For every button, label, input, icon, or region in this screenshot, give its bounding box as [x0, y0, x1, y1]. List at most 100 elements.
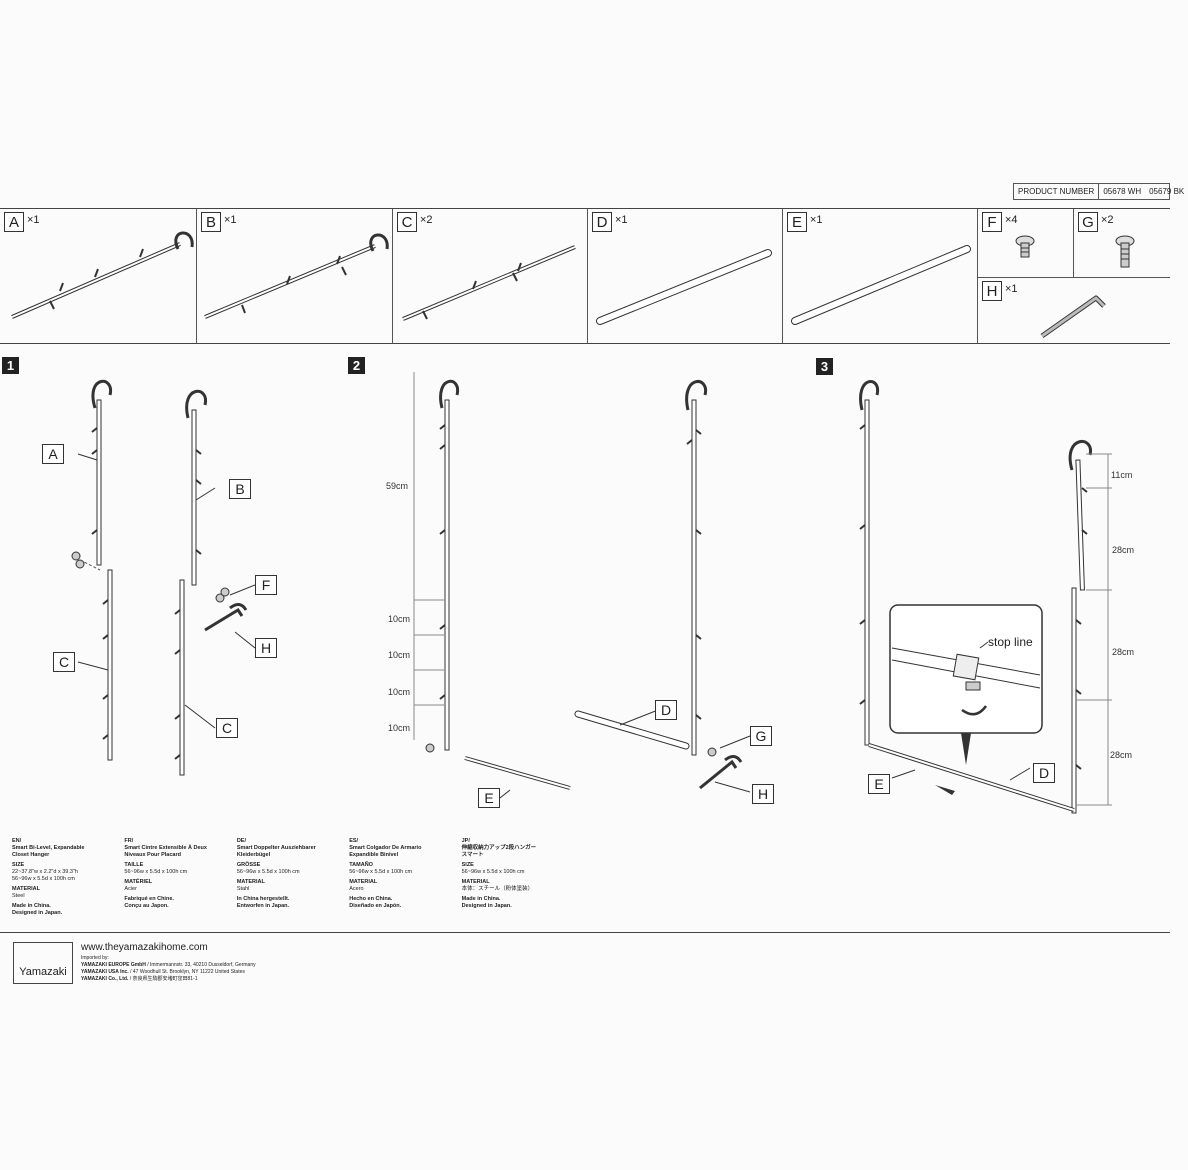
- step-2-illustration: [413, 372, 751, 799]
- spec-material: 本体：スチール（粉体塗装）: [461, 886, 534, 892]
- hook-bar-illustration: [11, 231, 194, 319]
- spec-name: Smart Bi-Level, Expandable: [12, 845, 85, 851]
- spec-size: 56~96w x 5.5d x 100h cm: [124, 869, 188, 875]
- part-letter: H: [982, 281, 1002, 301]
- callout-b: B: [229, 479, 251, 499]
- footer-divider: [0, 932, 1170, 933]
- spec-lang: FR/: [124, 838, 134, 844]
- spec-size: 56~96w x 5.5d x 100h cm: [12, 876, 75, 882]
- step-1-illustration: [71, 379, 256, 776]
- part-qty: ×1: [615, 214, 628, 226]
- imported-by: Imported by:: [81, 955, 109, 961]
- us-importer: YAMAZAKI USA Inc.: [81, 969, 129, 975]
- eu-address: / Immermannstr. 33, 40210 Dusseldorf, Ge…: [147, 962, 256, 968]
- part-a: A ×1: [0, 209, 197, 343]
- us-address: / 47 Woodhull St. Brooklyn, NY 11222 Uni…: [130, 969, 245, 975]
- importer-info: Imported by: YAMAZAKI EUROPE GmbH / Imme…: [81, 955, 256, 983]
- spec-name: Smart Colgador De Armario: [349, 845, 422, 851]
- product-number-bk: 05679 BK: [1149, 187, 1185, 196]
- spec-jp: JP/ 伸縮収納力アップ2段ハンガー スマート SIZE 56~96w x 5.…: [462, 838, 552, 930]
- spec-columns: EN/ Smart Bi-Level, Expandable Closet Ha…: [12, 838, 552, 930]
- spec-made: Hecho en China.: [349, 896, 393, 902]
- spec-made: Made in China.: [461, 896, 501, 902]
- part-h: H ×1: [978, 278, 1170, 343]
- callout-h: H: [255, 638, 277, 658]
- spec-name: Smart Doppelter Ausziehbarer: [236, 845, 316, 851]
- hook-bar-illustration: [204, 233, 389, 319]
- spec-es: ES/ Smart Colgador De Armario Expandible…: [349, 838, 439, 930]
- spec-lang: ES/: [349, 838, 359, 844]
- rod-illustration: [596, 249, 772, 325]
- part-qty: ×1: [1005, 283, 1018, 295]
- part-b: B ×1: [197, 209, 393, 343]
- spec-made: In China hergestellt.: [236, 896, 290, 902]
- spec-name: Smart Cintre Extensible À Deux: [124, 845, 207, 851]
- spec-lang: DE/: [236, 838, 246, 844]
- yamazaki-logo: Yamazaki: [13, 942, 73, 984]
- callout-h-step2: H: [752, 784, 774, 804]
- spec-lang: JP/: [461, 838, 470, 844]
- product-number-wh: 05678 WH: [1103, 187, 1142, 196]
- dim-28cm-3: 28cm: [1110, 750, 1133, 760]
- part-qty: ×2: [420, 214, 433, 226]
- part-qty: ×1: [27, 214, 40, 226]
- part-qty: ×1: [810, 214, 823, 226]
- spec-made: Made in China.: [12, 903, 51, 909]
- spec-designed: Designed in Japan.: [12, 910, 63, 916]
- spec-fr: FR/ Smart Cintre Extensible À Deux Nivea…: [124, 838, 214, 930]
- part-qty: ×1: [224, 214, 237, 226]
- step-1-badge: 1: [2, 357, 19, 374]
- step-2-badge: 2: [348, 357, 365, 374]
- part-letter: B: [201, 212, 221, 232]
- spec-designed: Entworfen in Japan.: [236, 903, 290, 909]
- spec-name: Niveaux Pour Placard: [124, 852, 181, 858]
- bar-illustration: [402, 245, 576, 321]
- spec-size: 56~96w x 5.5d x 100h cm: [461, 869, 525, 875]
- dim-59cm: 59cm: [386, 481, 409, 491]
- spec-size-header: TAMAÑO: [349, 862, 373, 868]
- spec-size-header: TAILLE: [124, 862, 144, 868]
- spec-material: Acier: [124, 886, 137, 892]
- spec-material-header: MATÉRIEL: [124, 879, 153, 885]
- product-number-label: PRODUCT NUMBER: [1014, 184, 1100, 199]
- spec-size: 56~96w x 5.5d x 100h cm: [236, 869, 300, 875]
- spec-name: スマート: [461, 852, 484, 858]
- callout-a: A: [42, 444, 64, 464]
- dim-10cm-2: 10cm: [388, 650, 411, 660]
- spec-designed: Diseñado en Japón.: [349, 903, 402, 909]
- dim-10cm-1: 10cm: [388, 614, 411, 624]
- callout-d-step3: D: [1033, 763, 1055, 783]
- spec-de: DE/ Smart Doppelter Ausziehbarer Kleider…: [237, 838, 327, 930]
- spec-size-header: GRÖSSE: [236, 862, 261, 868]
- callout-c: C: [53, 652, 75, 672]
- part-f: F ×4: [978, 209, 1074, 278]
- callout-f: F: [255, 575, 277, 595]
- spec-material-header: MATERIAL: [461, 879, 490, 885]
- part-letter: G: [1078, 212, 1098, 232]
- part-letter: E: [787, 212, 807, 232]
- spec-material-header: MATERIAL: [12, 886, 41, 892]
- spec-size-header: SIZE: [12, 862, 25, 868]
- website-link[interactable]: www.theyamazakihome.com: [81, 942, 208, 953]
- spec-name: Kleiderbügel: [236, 852, 271, 858]
- part-qty: ×4: [1005, 214, 1018, 226]
- spec-name: 伸縮収納力アップ2段ハンガー: [461, 845, 537, 851]
- product-number-box: PRODUCT NUMBER 05678 WH 05679 BK: [1013, 183, 1184, 200]
- spec-material: Steel: [12, 893, 25, 899]
- part-d: D ×1: [588, 209, 783, 343]
- rod-illustration: [791, 245, 971, 325]
- part-e: E ×1: [783, 209, 978, 343]
- spec-designed: Conçu au Japon.: [124, 903, 169, 909]
- callout-c-right: C: [216, 718, 238, 738]
- eu-importer: YAMAZAKI EUROPE GmbH: [81, 962, 146, 968]
- spec-en: EN/ Smart Bi-Level, Expandable Closet Ha…: [12, 838, 102, 930]
- hex-key-icon: [1040, 295, 1106, 339]
- dim-10cm-3: 10cm: [388, 687, 411, 697]
- part-g: G ×2: [1074, 209, 1170, 278]
- dim-11cm: 11cm: [1111, 470, 1133, 480]
- step-3-badge: 3: [816, 358, 833, 375]
- spec-name: Closet Hanger: [12, 852, 50, 858]
- dim-28cm-2: 28cm: [1112, 647, 1135, 657]
- dim-28cm-1: 28cm: [1112, 545, 1135, 555]
- spec-name: Expandible Binivel: [349, 852, 399, 858]
